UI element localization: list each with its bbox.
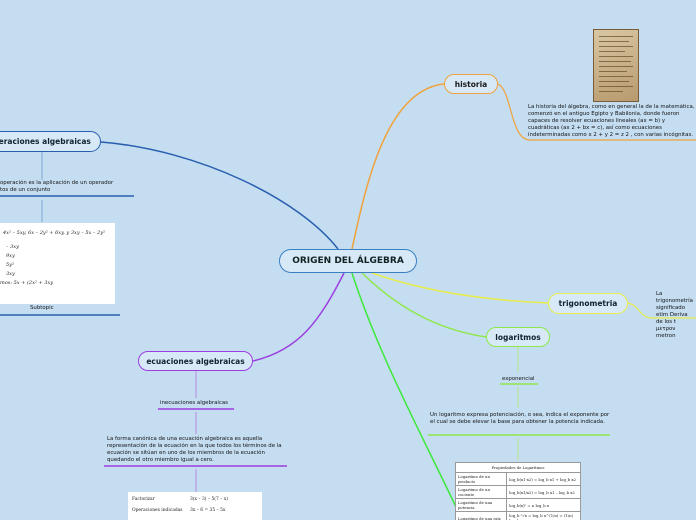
inecuaciones-label[interactable]: inecuaciones algebraicas bbox=[160, 400, 228, 407]
topic-logaritmos[interactable]: logaritmos bbox=[486, 327, 550, 347]
link-logaritmos bbox=[362, 273, 486, 337]
topic-operaciones-algebraicas[interactable]: operaciones algebraicas bbox=[0, 131, 101, 152]
manuscript-image bbox=[593, 29, 639, 102]
trigonometria-text: La trigonometría significado etim Deriva… bbox=[656, 291, 696, 340]
operaciones-text: operación es la aplicación de un operado… bbox=[0, 180, 122, 194]
topic-trigonometria[interactable]: trigonometria bbox=[548, 293, 628, 314]
operaciones-image: 4x² – 5xy, 6x – 2y² + 6xy, y 3xy – 5x – … bbox=[0, 223, 115, 304]
topic-ecuaciones-algebraicas[interactable]: ecuaciones algebraicas bbox=[138, 351, 253, 371]
logaritmos-text: Un logaritmo expresa potenciación, o sea… bbox=[430, 412, 612, 426]
link-trigonometria bbox=[372, 273, 548, 303]
topic-historia[interactable]: historia bbox=[444, 74, 498, 94]
ecuaciones-image: Factorizar 3(x – 3) – 5(7 – x) Operacion… bbox=[128, 492, 262, 520]
ecuaciones-text: La forma canónica de una ecuación algebr… bbox=[107, 436, 292, 464]
link-green bbox=[352, 273, 462, 520]
subtopic-label[interactable]: Subtopic bbox=[30, 305, 54, 312]
exponencial-label[interactable]: exponencial bbox=[502, 376, 535, 383]
logaritmos-properties-table: Propiedades de Logaritmos Logaritmo de u… bbox=[455, 462, 581, 520]
link-historia bbox=[352, 84, 444, 249]
central-topic[interactable]: ORIGEN DEL ÁLGEBRA bbox=[279, 249, 417, 273]
table-title: Propiedades de Logaritmos bbox=[456, 463, 581, 473]
historia-text: La historia del álgebra, como en general… bbox=[528, 104, 696, 138]
link-operaciones bbox=[101, 142, 338, 249]
link-ecuaciones bbox=[253, 273, 344, 361]
